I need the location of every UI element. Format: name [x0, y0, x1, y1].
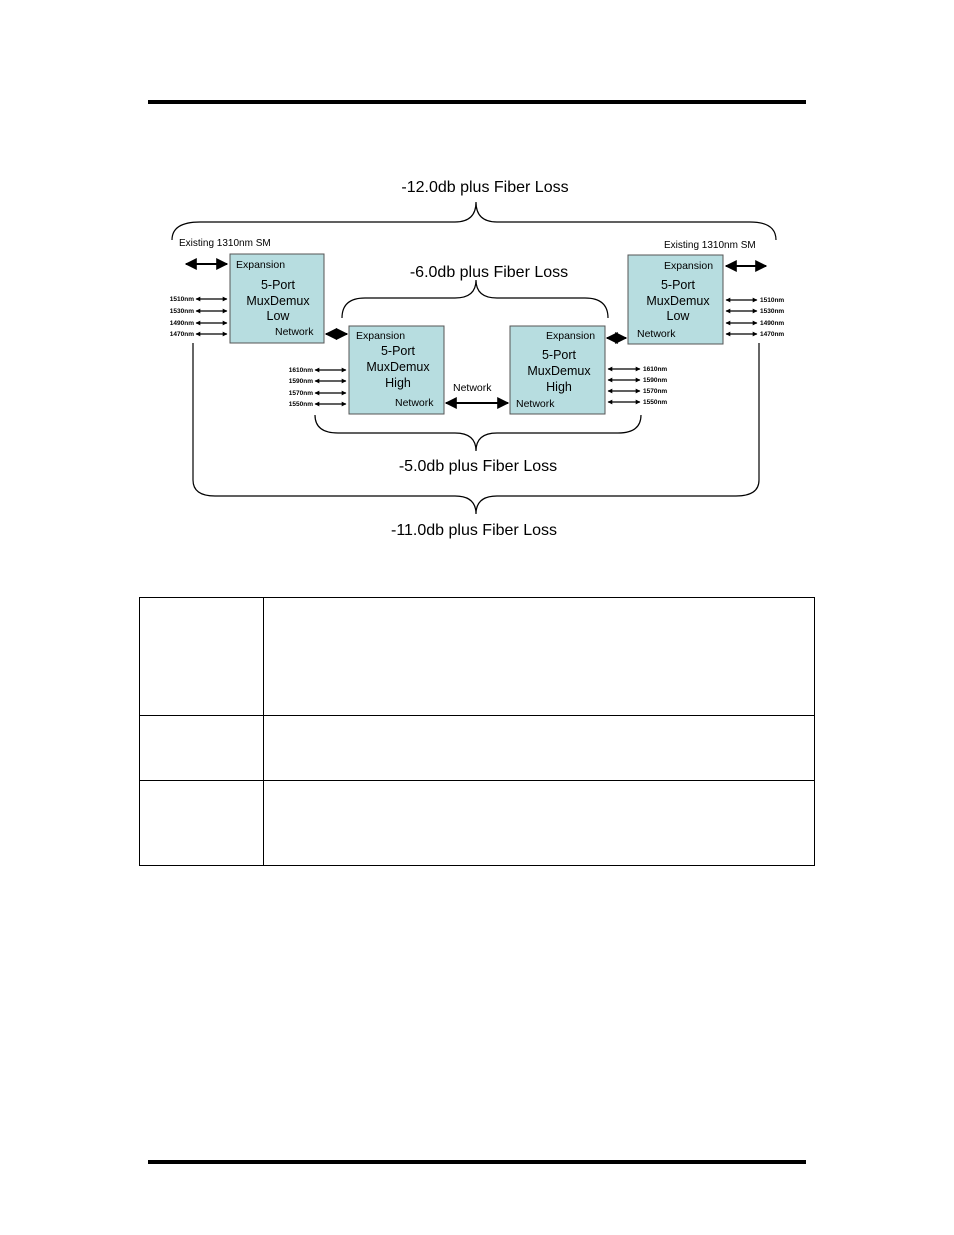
brace-top-inner	[341, 279, 609, 319]
wavelength-label: 1610nm	[643, 366, 667, 373]
brace-top-outer	[171, 201, 777, 241]
module-name-line: 5-Port	[542, 348, 577, 362]
module-expansion-label: Expansion	[236, 259, 285, 271]
module-name-line: MuxDemux	[366, 360, 430, 374]
wavelength-label: 1530nm	[760, 308, 784, 315]
module-box-high-left	[348, 325, 445, 415]
module-name-line: High	[385, 376, 411, 390]
table-row	[139, 780, 815, 866]
table-cell	[263, 780, 815, 866]
brace-label-top-inner: -6.0db plus Fiber Loss	[410, 264, 568, 281]
footer-rule	[148, 1160, 806, 1164]
wavelength-label: 1510nm	[170, 296, 194, 303]
brace-label-top-outer: -12.0db plus Fiber Loss	[401, 179, 568, 196]
brace-label-bottom-outer: -11.0db plus Fiber Loss	[391, 522, 557, 539]
wavelength-label: 1470nm	[760, 331, 784, 338]
existing-label-left: Existing 1310nm SM	[179, 238, 271, 249]
table-cell	[139, 715, 264, 781]
module-network-label: Network	[516, 398, 555, 410]
table-cell	[139, 597, 264, 716]
wavelength-label: 1510nm	[760, 297, 784, 304]
module-name-line: 5-Port	[261, 278, 296, 292]
module-network-label: Network	[395, 397, 434, 409]
wavelength-label: 1550nm	[643, 399, 667, 406]
module-name-line: Low	[267, 309, 291, 323]
module-expansion-label: Expansion	[356, 330, 405, 342]
table-cell	[139, 780, 264, 866]
table-row	[139, 715, 815, 781]
wavelength-label: 1550nm	[289, 401, 313, 408]
brace-bottom-outer	[192, 343, 760, 515]
brace-bottom-inner	[314, 414, 642, 452]
table-cell	[263, 715, 815, 781]
wavelength-label: 1570nm	[643, 388, 667, 395]
table-row	[139, 597, 815, 716]
module-name-line: 5-Port	[661, 278, 696, 292]
wavelength-label: 1610nm	[289, 367, 313, 374]
module-expansion-label: Expansion	[546, 330, 595, 342]
wavelength-label: 1590nm	[643, 377, 667, 384]
wavelength-label: 1570nm	[289, 390, 313, 397]
wavelength-label: 1590nm	[289, 378, 313, 385]
network-link-label: Network	[453, 382, 492, 394]
module-name-line: 5-Port	[381, 344, 416, 358]
module-box-high-right	[509, 325, 606, 415]
spec-table	[139, 597, 815, 866]
module-name-line: MuxDemux	[527, 364, 591, 378]
header-rule	[148, 100, 806, 104]
module-name-line: MuxDemux	[646, 294, 710, 308]
table-cell	[263, 597, 815, 716]
brace-label-bottom-inner: -5.0db plus Fiber Loss	[399, 458, 557, 475]
module-name-line: MuxDemux	[246, 294, 310, 308]
module-network-label: Network	[637, 328, 676, 340]
module-box-low-left	[229, 253, 325, 344]
wavelength-label: 1470nm	[170, 331, 194, 338]
wavelength-label: 1490nm	[170, 320, 194, 327]
wavelength-label: 1530nm	[170, 308, 194, 315]
existing-label-right: Existing 1310nm SM	[664, 240, 756, 251]
module-name-line: Low	[667, 309, 691, 323]
module-network-label: Network	[275, 326, 314, 338]
module-box-low-right	[627, 254, 724, 345]
wavelength-label: 1490nm	[760, 320, 784, 327]
mux-demux-diagram: -12.0db plus Fiber Loss -6.0db plus Fibe…	[170, 179, 785, 539]
module-expansion-label: Expansion	[664, 260, 713, 272]
module-name-line: High	[546, 380, 572, 394]
